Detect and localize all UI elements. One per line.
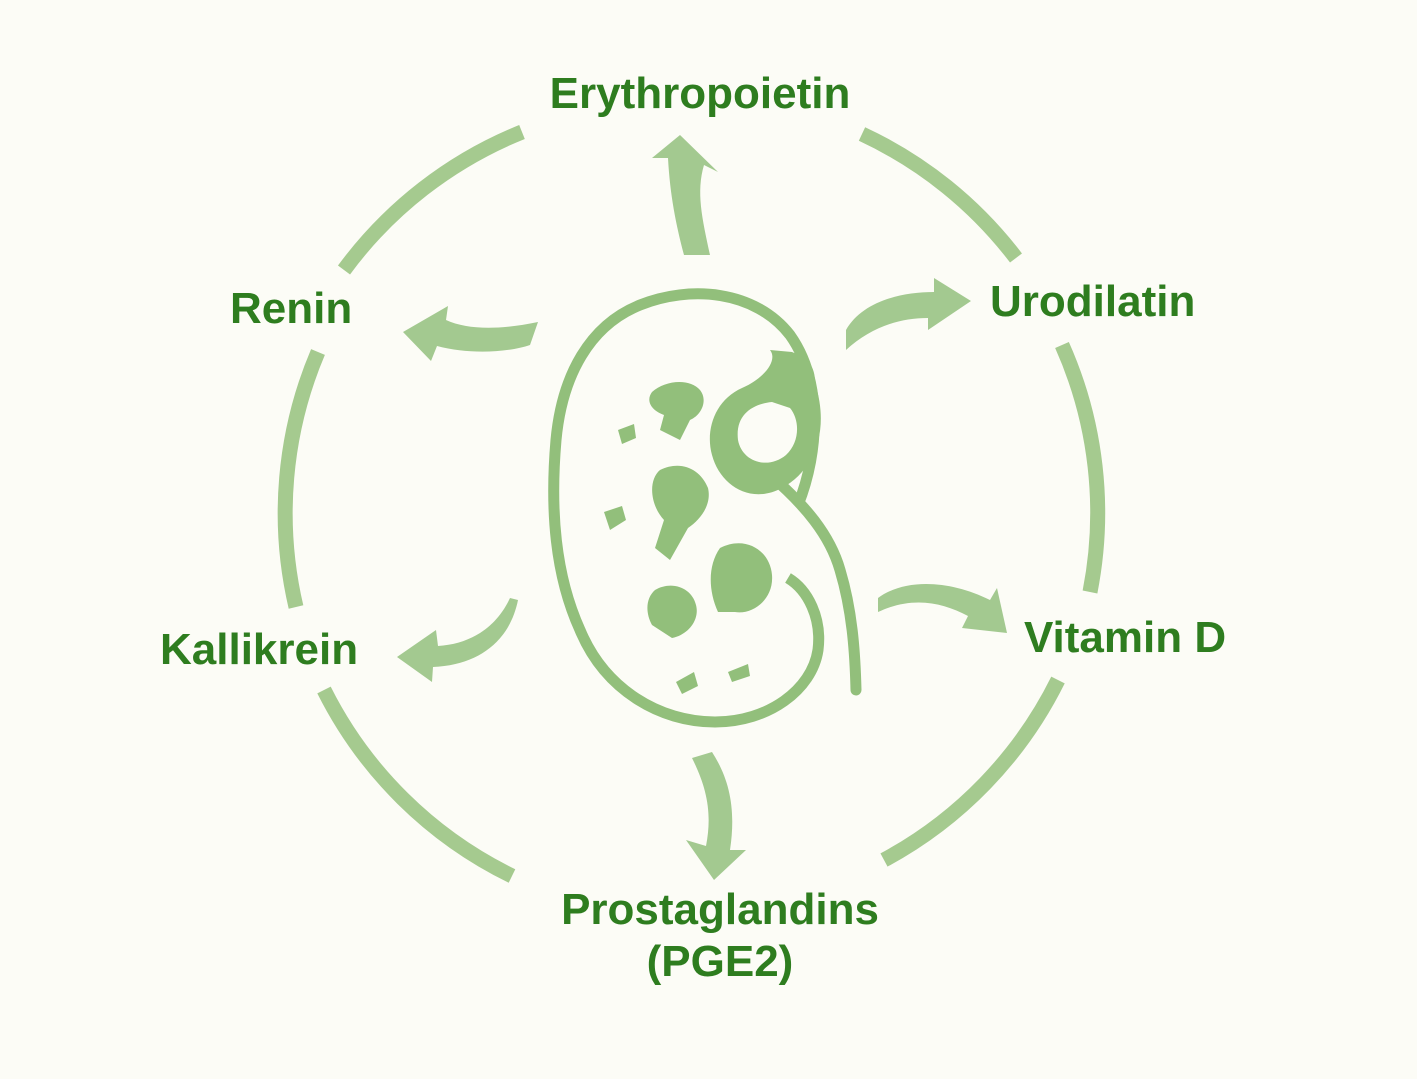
kidney-calyx-bottom <box>647 585 697 638</box>
kidney-calyx-small-1 <box>604 506 626 530</box>
label-prostaglandins: Prostaglandins (PGE2) <box>470 884 970 988</box>
ring-segment-bottom-left <box>317 686 516 883</box>
label-prostaglandins-line2: (PGE2) <box>646 937 794 986</box>
arrow-to-renin <box>403 306 538 361</box>
kidney-calyx-upper <box>649 381 704 440</box>
label-erythropoietin: Erythropoietin <box>549 69 851 118</box>
ring-segment-top-left <box>337 125 525 275</box>
ring-segment-top-right <box>858 127 1022 263</box>
ring-segment-right <box>1055 341 1106 594</box>
arrow-to-prostaglandins <box>686 752 746 880</box>
arrow-to-vitamin-d <box>878 583 1007 633</box>
kidney-calyx-mid <box>652 465 709 560</box>
label-renin: Renin <box>230 284 353 333</box>
kidney-icon <box>548 288 862 728</box>
label-kallikrein: Kallikrein <box>160 625 359 674</box>
ring-segment-bottom-right <box>880 676 1065 867</box>
kidney-calyx-small-3 <box>676 672 698 694</box>
label-prostaglandins-line1: Prostaglandins <box>561 885 879 934</box>
kidney-ureter <box>764 469 862 696</box>
kidney-hilum-curl <box>709 350 821 495</box>
outer-ring <box>277 125 1106 883</box>
arrow-to-kallikrein <box>397 598 518 682</box>
kidney-calyx-lower <box>710 543 773 613</box>
kidney-outline <box>548 288 825 728</box>
kidney-calyx-small-4 <box>728 664 750 682</box>
label-vitamin-d: Vitamin D <box>1024 613 1227 662</box>
arrows <box>397 135 1007 880</box>
label-urodilatin: Urodilatin <box>990 277 1196 326</box>
arrow-to-erythropoietin <box>652 135 718 255</box>
arrow-to-urodilatin <box>846 278 971 350</box>
ring-segment-left <box>277 349 325 609</box>
kidney-calyx-small-2 <box>618 424 636 444</box>
